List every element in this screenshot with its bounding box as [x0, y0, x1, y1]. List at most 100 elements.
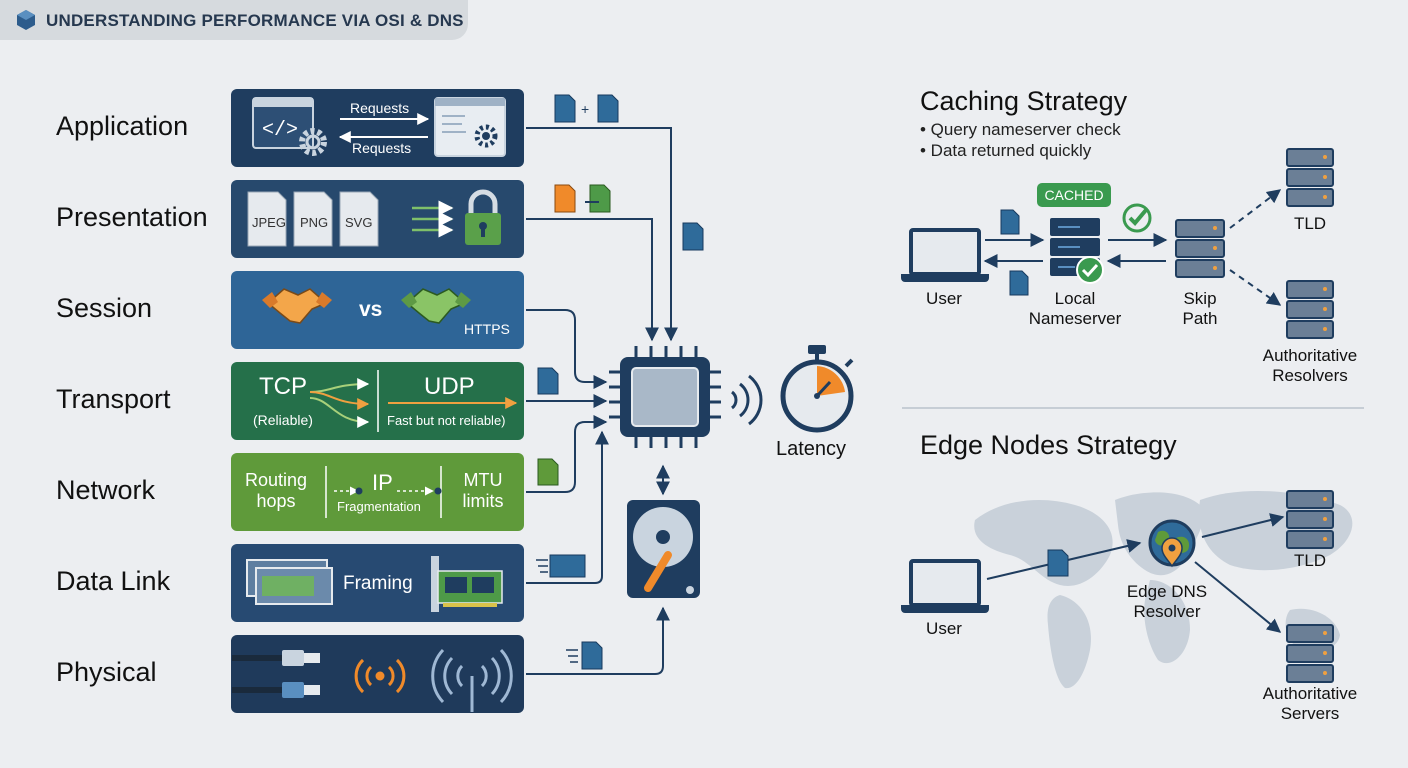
frame-blocks-icon — [246, 559, 333, 605]
layer-network: Routing hops IP Fragmentation MTU limits — [231, 453, 524, 531]
framing-label: Framing — [343, 573, 413, 594]
doc-icon-midright — [682, 222, 704, 251]
layer-label-presentation: Presentation — [56, 202, 208, 232]
udp-note: Fast but not reliable) — [387, 413, 506, 428]
stopwatch-icon — [780, 345, 854, 433]
hexagon-logo-icon — [17, 10, 35, 30]
caching-title: Caching Strategy — [920, 86, 1128, 116]
padlock-icon — [465, 189, 501, 245]
https-label: HTTPS — [464, 321, 510, 337]
wireless-signal-orange-icon — [354, 658, 406, 694]
code-window-icon: </> — [252, 97, 314, 149]
servers-word: Servers — [1280, 704, 1340, 723]
edge-authoritative-server-icon — [1286, 624, 1334, 683]
hop-dot-right — [434, 487, 442, 495]
edge-resolver-label: Edge DNS Resolver — [1117, 582, 1217, 622]
ethernet-cable-icon — [232, 650, 320, 698]
layer-label-datalink: Data Link — [56, 566, 171, 596]
frame-packet-icon — [536, 554, 586, 578]
skip-path-server-icon — [1175, 219, 1225, 278]
skip-to-tld-arrow — [1229, 189, 1282, 229]
tcp-note: (Reliable) — [253, 412, 313, 428]
authoritative-resolver-server-icon — [1286, 280, 1334, 339]
path-word: Path — [1182, 309, 1218, 328]
gear-icon — [299, 128, 327, 156]
settings-window-icon — [434, 97, 506, 157]
cached-badge: CACHED — [1037, 183, 1111, 207]
doc-icon-edge — [1047, 549, 1069, 577]
hops-word: hops — [256, 491, 296, 511]
signal-waves-icon — [730, 374, 763, 426]
authoritative-servers-word: Authoritative — [1262, 684, 1358, 703]
doc-plus-doc-icon: + — [554, 94, 619, 123]
doc-icon-cache-top — [1000, 209, 1020, 235]
skip-to-authoritative-arrow — [1229, 269, 1282, 306]
mtu-word: MTU — [463, 470, 503, 490]
edge-globe-icon — [1148, 519, 1196, 568]
handshake-orange-icon — [262, 288, 332, 324]
edge-dns-word: Edge DNS — [1126, 582, 1208, 601]
edge-tld-server-icon — [1286, 490, 1334, 549]
edge-to-tld-arrow — [1201, 513, 1285, 538]
hop-dot-left — [355, 487, 363, 495]
layer-label-transport: Transport — [56, 384, 171, 414]
network-card-icon — [431, 556, 503, 612]
request-label-bottom: Requests — [352, 140, 412, 156]
layer-label-network: Network — [56, 475, 156, 505]
layer-label-physical: Physical — [56, 657, 157, 687]
layer-label-application: Application — [56, 111, 189, 141]
local-nameserver-label: Local Nameserver — [1020, 289, 1130, 329]
doc-icon-transport — [537, 367, 559, 395]
caching-tld-label: TLD — [1293, 214, 1327, 233]
checkmark-badge-icon — [1076, 256, 1104, 284]
latency-label: Latency — [776, 438, 847, 460]
doc-icon-network — [537, 458, 559, 486]
resolver-word: Resolver — [1133, 602, 1201, 621]
authoritative-word: Authoritative — [1262, 346, 1358, 365]
doc-orange-green-icon — [554, 184, 611, 213]
svg-text:PNG: PNG — [300, 215, 328, 230]
udp-label: UDP — [424, 373, 475, 400]
doc-icon-cache-bottom — [1009, 270, 1029, 296]
caching-user-label: User — [926, 289, 962, 308]
svg-text:JPEG: JPEG — [252, 215, 286, 230]
nameserver-word: Nameserver — [1028, 309, 1122, 328]
svg-text:SVG: SVG — [345, 215, 372, 230]
edge-user-label: User — [926, 619, 962, 638]
svg-text:</>: </> — [262, 119, 298, 142]
local-word: Local — [1054, 289, 1096, 308]
edge-tld-label: TLD — [1293, 551, 1327, 570]
edge-to-authoritative-arrow — [1194, 561, 1282, 633]
tld-server-icon — [1286, 148, 1334, 207]
session-vs-label: vs — [359, 298, 383, 321]
tcp-label: TCP — [259, 373, 307, 400]
tcp-flow-arrows — [309, 378, 370, 428]
svg-text:+: + — [581, 101, 589, 117]
edge-title: Edge Nodes Strategy — [920, 430, 1177, 460]
encryption-arrows-icon — [412, 200, 454, 238]
svg-file-icon: SVG — [339, 191, 379, 247]
skip-word: Skip — [1183, 289, 1217, 308]
skip-path-label: Skip Path — [1170, 289, 1230, 329]
antenna-tower-icon — [431, 648, 513, 712]
connector-lines — [526, 127, 678, 675]
jpeg-file-icon: JPEG — [247, 191, 287, 247]
routing-word: Routing — [244, 470, 308, 490]
request-label-top: Requests — [350, 100, 410, 116]
layer-label-session: Session — [56, 293, 153, 323]
page-title: UNDERSTANDING PERFORMANCE VIA OSI & DNS — [46, 11, 464, 30]
resolvers-word: Resolvers — [1272, 366, 1348, 385]
ip-label: IP — [372, 470, 393, 495]
doc-icon-physical — [566, 641, 603, 670]
title-bar: UNDERSTANDING PERFORMANCE VIA OSI & DNS — [0, 0, 468, 40]
cpu-chip-icon — [609, 346, 721, 448]
edge-user-laptop-icon — [901, 559, 989, 613]
user-laptop-icon — [901, 228, 989, 282]
checkmark-circle-icon — [1122, 203, 1152, 233]
png-file-icon: PNG — [293, 191, 333, 247]
limits-word: limits — [462, 491, 504, 511]
hard-drive-icon — [627, 500, 700, 598]
authoritative-resolvers-label: Authoritative Resolvers — [1250, 346, 1370, 386]
mtu-limits-label: MTU limits — [453, 470, 513, 512]
